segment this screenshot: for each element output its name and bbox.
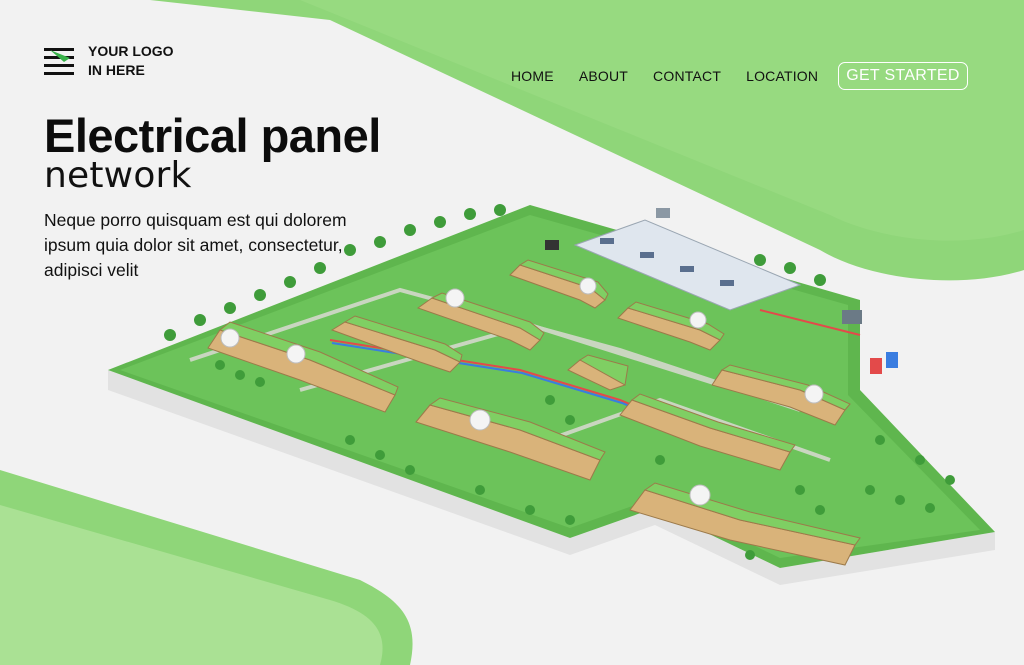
- get-started-button[interactable]: GET STARTED: [838, 62, 968, 90]
- logo-line-1: YOUR LOGO: [88, 43, 174, 59]
- logo-text: YOUR LOGO IN HERE: [88, 42, 174, 80]
- nav-contact[interactable]: CONTACT: [653, 68, 722, 84]
- nav-location[interactable]: LOCATION: [746, 68, 819, 84]
- nav-about[interactable]: ABOUT: [578, 68, 629, 84]
- page-subtitle: network: [44, 155, 192, 196]
- main-nav: HOME ABOUT CONTACT LOCATION GET STARTED: [511, 62, 993, 90]
- logo-icon: [44, 48, 74, 75]
- nav-home[interactable]: HOME: [511, 68, 554, 84]
- hero-description: Neque porro quisquam est qui dolorem ips…: [44, 210, 347, 280]
- logo-line-2: IN HERE: [88, 62, 145, 78]
- logo[interactable]: YOUR LOGO IN HERE: [44, 42, 174, 80]
- isometric-village-illustration: [108, 204, 995, 585]
- page-title: Electrical panel: [44, 109, 381, 162]
